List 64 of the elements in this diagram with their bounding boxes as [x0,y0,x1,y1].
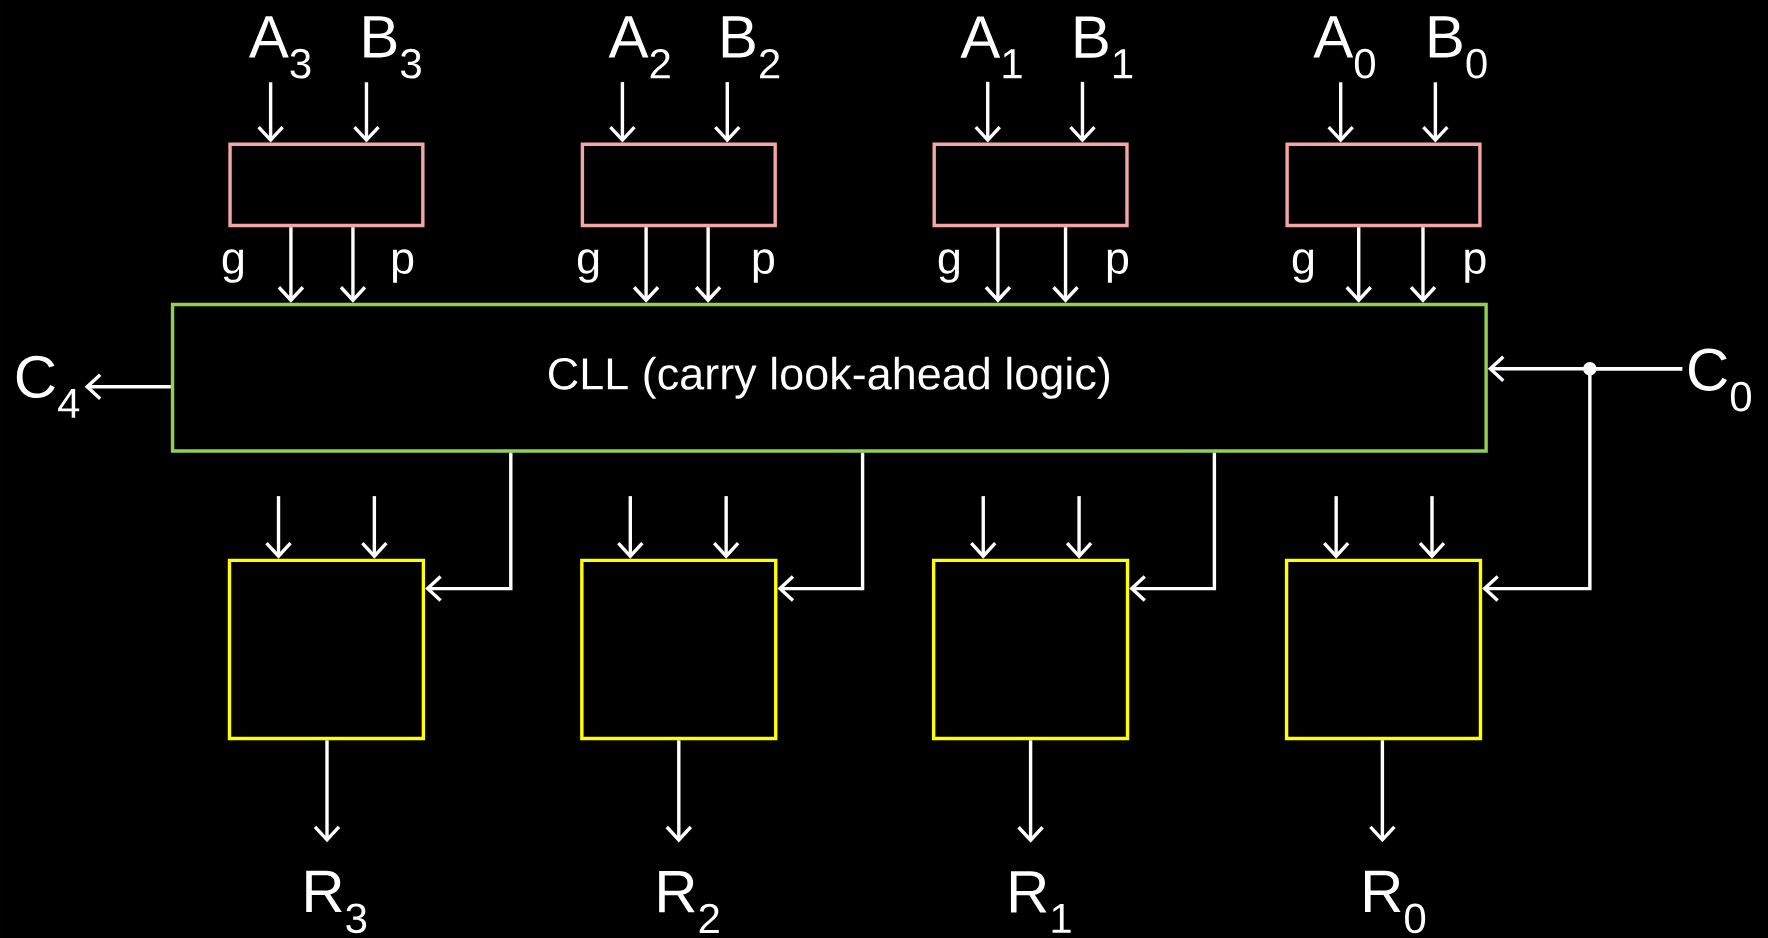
adder-box [1284,558,1483,741]
edge-label: p [1465,249,1486,283]
logic-block: CLL (carry look-ahead logic) [170,302,1488,453]
arrow [1418,496,1446,559]
edge-label: g [938,249,960,283]
arrow [1052,227,1079,303]
signal-label: B$_{0}$ [1429,16,1487,79]
gate-box [1285,142,1482,228]
arrow [694,227,722,303]
signal-label: B$_{3}$ [364,16,421,79]
signal-label: R$_{2}$ [659,871,719,933]
arrow [974,81,1001,143]
arrow [617,496,644,559]
arrow [277,227,305,303]
signal-label: C$_{4}$ [16,355,80,418]
arrow [1409,227,1437,303]
arrow [984,227,1012,303]
edge-label: g [1292,249,1314,283]
arrow [313,740,341,843]
gate-box [580,142,777,228]
gate-box [932,142,1129,228]
arrow [1017,740,1044,843]
arrow [1345,227,1372,303]
arrow [970,496,997,559]
arrow [714,82,741,143]
arrow [84,373,171,400]
edge-label: g [222,249,244,283]
arrow [665,740,693,843]
arrow [1065,496,1093,559]
arrow [777,452,865,602]
adder-box [931,558,1130,741]
arrow [353,82,380,143]
signal-label: A$_{0}$ [1313,16,1375,79]
edge-label: g [577,249,599,283]
arrow [1422,82,1449,143]
edge-label: p [753,249,774,283]
signal-label: C$_{0}$ [1689,348,1751,412]
edge-label: p [392,249,414,283]
signal-label: R$_{1}$ [1010,871,1071,933]
arrow [257,82,284,143]
adder-box [580,558,778,741]
arrow [712,496,740,559]
arrow [425,452,513,602]
signal-label: B$_{2}$ [722,16,780,79]
signal-label: A$_{2}$ [608,16,670,79]
arrow [265,496,292,559]
arrow [339,227,367,303]
arrow [632,227,660,303]
adder-box [227,558,426,741]
signal-label: A$_{3}$ [248,16,311,79]
arrow [1069,81,1096,143]
arrow [1369,740,1396,843]
arrow [1322,496,1350,559]
signal-label: R$_{3}$ [306,870,367,934]
signal-label: B$_{1}$ [1075,16,1133,79]
signal-label: A$_{1}$ [960,16,1022,79]
arrow [1482,366,1683,602]
arrow [1129,452,1217,602]
arrow [1327,82,1354,143]
arrow [361,496,388,559]
signal-label: R$_{0}$ [1365,870,1426,934]
gate-box [228,142,425,228]
arrow [609,82,636,143]
edge-label: p [1107,249,1129,283]
